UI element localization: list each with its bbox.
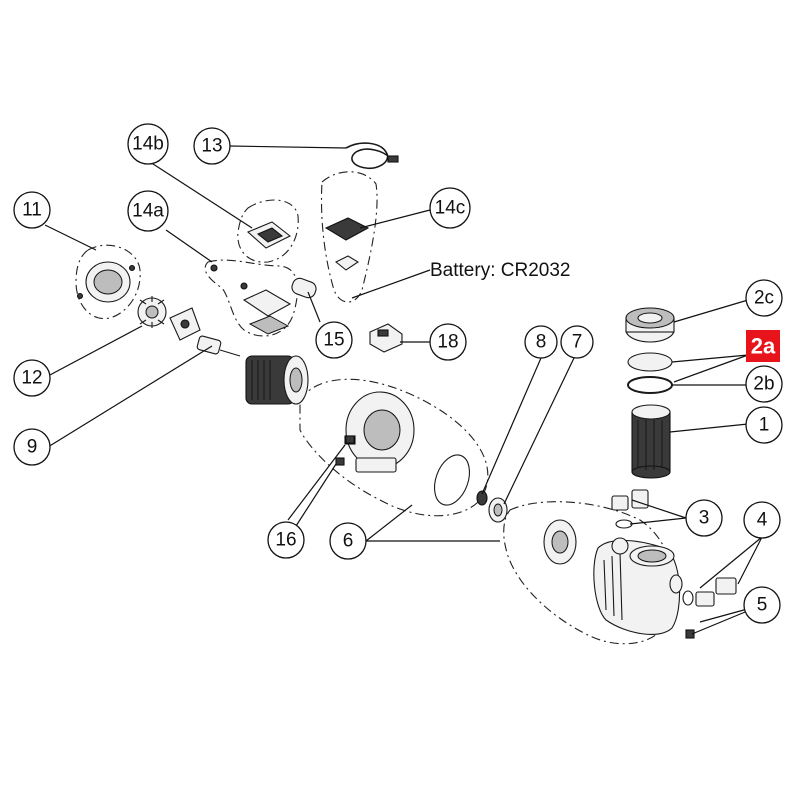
callout-7: 7	[560, 325, 594, 359]
part-gasket	[433, 454, 471, 506]
part-lid-ring	[625, 307, 675, 343]
callout-11-label: 11	[22, 200, 42, 221]
part-motor	[245, 355, 309, 405]
group-outline-11	[75, 244, 141, 320]
callout-18-label: 18	[437, 332, 458, 353]
part-controller-top	[246, 221, 292, 249]
callout-9-label: 9	[27, 437, 38, 458]
callout-2c: 2c	[745, 279, 783, 317]
callout-12: 12	[13, 359, 51, 397]
part-lid-disc	[627, 352, 673, 372]
part-fan	[137, 296, 167, 328]
callout-2c-label: 2c	[754, 288, 774, 309]
part-shaft	[196, 335, 241, 357]
part-end-cap	[76, 261, 136, 303]
highlight-badge-label: 2a	[751, 334, 776, 359]
group-outline-14a	[204, 259, 299, 337]
callout-8-label: 8	[536, 332, 547, 353]
callout-5-label: 5	[757, 595, 768, 616]
group-outline-pump	[503, 501, 675, 645]
part-diffuser	[543, 519, 577, 565]
callout-3-label: 3	[699, 508, 710, 529]
callout-1-label: 1	[759, 415, 770, 436]
callout-9: 9	[13, 428, 51, 466]
part-basket	[631, 404, 671, 479]
part-remote	[324, 217, 370, 271]
callout-16-label: 16	[275, 530, 296, 551]
callout-3: 3	[685, 499, 723, 537]
callout-14a-label: 14a	[132, 201, 164, 222]
part-pump-body	[593, 537, 683, 635]
callout-6: 6	[329, 522, 367, 560]
callout-2b: 2b	[745, 365, 783, 403]
part-battery	[291, 277, 317, 299]
part-housing	[344, 391, 415, 473]
callout-13-label: 13	[201, 136, 222, 157]
callout-5: 5	[743, 586, 781, 624]
group-outline-14b	[237, 199, 299, 263]
callout-14c-label: 14c	[435, 198, 466, 219]
callout-18: 18	[429, 323, 467, 361]
callout-14b: 14b	[127, 123, 169, 165]
callout-2b-label: 2b	[753, 374, 774, 395]
highlight-badge-2a: 2a	[746, 330, 780, 362]
part-clips	[335, 435, 355, 466]
callout-14b-label: 14b	[132, 134, 164, 155]
callout-14a: 14a	[127, 190, 169, 232]
group-outline-6	[299, 378, 489, 517]
callout-13: 13	[193, 127, 231, 165]
callout-8: 8	[524, 325, 558, 359]
part-union-4	[682, 577, 737, 607]
callout-1: 1	[745, 406, 783, 444]
group-outline-14c	[320, 171, 378, 303]
part-cable	[345, 142, 399, 170]
part-controller-base	[210, 264, 292, 335]
callout-15-label: 15	[323, 330, 344, 351]
callout-12-label: 12	[21, 368, 42, 389]
callout-7-label: 7	[572, 332, 583, 353]
callout-6-label: 6	[343, 531, 354, 552]
part-o-ring	[627, 376, 673, 394]
leader-lines	[44, 145, 763, 635]
callout-4-label: 4	[757, 510, 768, 531]
battery-note: Battery: CR2032	[430, 260, 570, 281]
callout-14c: 14c	[429, 187, 471, 229]
part-impeller	[488, 497, 508, 523]
part-seal-8	[476, 490, 488, 506]
part-flange	[169, 307, 201, 341]
callout-4: 4	[743, 501, 781, 539]
part-drain-plug	[685, 629, 695, 639]
part-sensor	[369, 323, 403, 353]
callout-11: 11	[13, 191, 51, 229]
callout-16: 16	[267, 521, 305, 559]
callout-15: 15	[315, 321, 353, 359]
